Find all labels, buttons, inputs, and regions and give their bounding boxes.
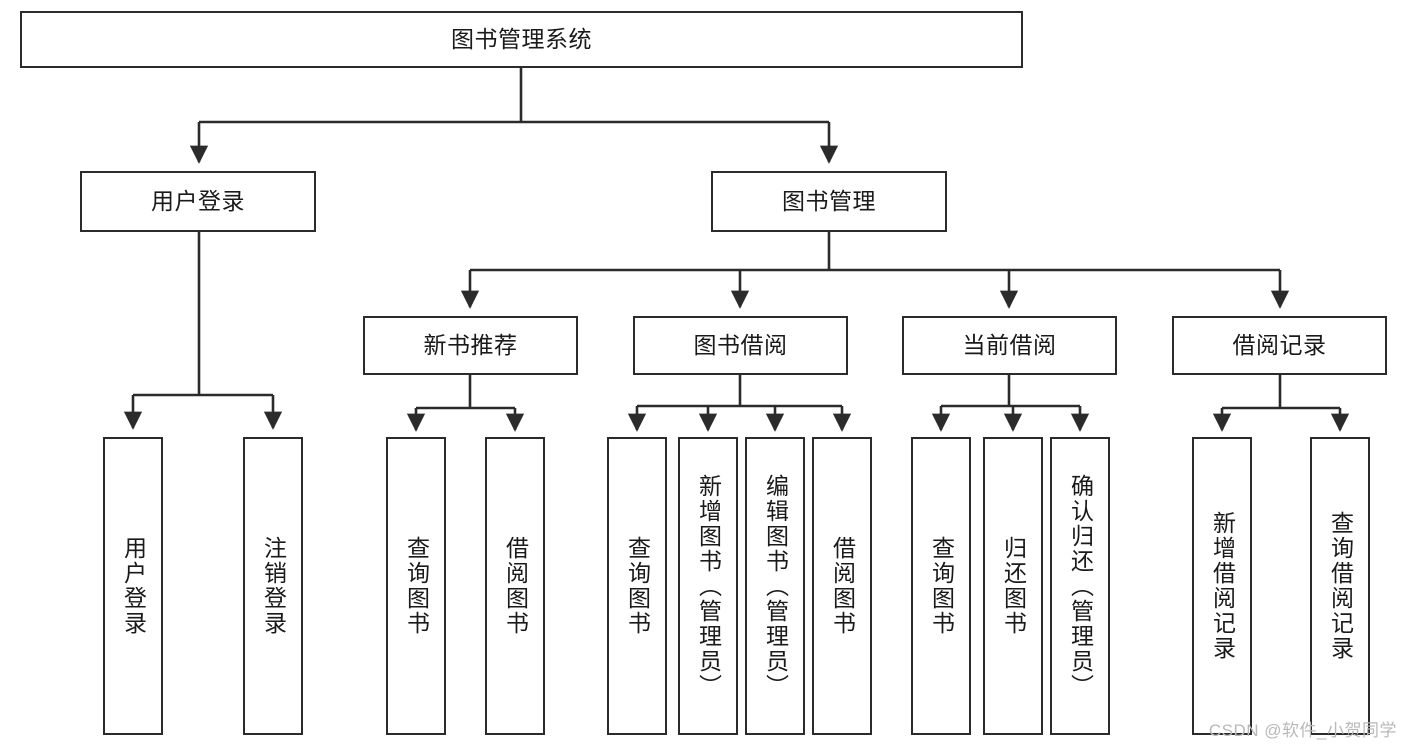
leaf-query-book-recommend-label: 查询图书 (403, 536, 430, 636)
leaf-query-book-borrow[interactable]: 查询图书 (607, 437, 667, 735)
leaf-query-book-current[interactable]: 查询图书 (911, 437, 971, 735)
leaf-add-book-admin-label: 新增图书（管理员） (695, 473, 722, 699)
leaf-return-book[interactable]: 归还图书 (983, 437, 1043, 735)
node-book-management-label: 图书管理 (782, 188, 876, 215)
leaf-edit-book-admin[interactable]: 编辑图书（管理员） (745, 437, 805, 735)
leaf-confirm-return-admin[interactable]: 确认归还（管理员） (1050, 437, 1110, 735)
node-book-borrow[interactable]: 图书借阅 (633, 316, 848, 375)
node-borrow-records[interactable]: 借阅记录 (1172, 316, 1387, 375)
node-user-login-label: 用户登录 (151, 188, 245, 215)
node-book-management[interactable]: 图书管理 (711, 171, 947, 232)
node-borrow-records-label: 借阅记录 (1232, 332, 1327, 359)
leaf-add-borrow-record-label: 新增借阅记录 (1209, 511, 1236, 661)
leaf-user-logout-label: 注销登录 (260, 536, 287, 636)
leaf-query-book-recommend[interactable]: 查询图书 (386, 437, 446, 735)
node-current-borrow[interactable]: 当前借阅 (902, 316, 1117, 375)
leaf-edit-book-admin-label: 编辑图书（管理员） (762, 473, 789, 699)
leaf-user-login[interactable]: 用户登录 (103, 437, 163, 735)
leaf-query-borrow-record-label: 查询借阅记录 (1327, 511, 1354, 661)
leaf-borrow-book-label: 借阅图书 (829, 536, 856, 636)
leaf-confirm-return-admin-label: 确认归还（管理员） (1067, 473, 1094, 699)
leaf-user-login-label: 用户登录 (120, 536, 147, 636)
node-user-login[interactable]: 用户登录 (80, 171, 316, 232)
leaf-borrow-book[interactable]: 借阅图书 (812, 437, 872, 735)
node-root[interactable]: 图书管理系统 (20, 11, 1023, 68)
leaf-user-logout[interactable]: 注销登录 (243, 437, 303, 735)
leaf-query-borrow-record[interactable]: 查询借阅记录 (1310, 437, 1370, 735)
leaf-return-book-label: 归还图书 (1000, 536, 1027, 636)
leaf-borrow-book-recommend[interactable]: 借阅图书 (485, 437, 545, 735)
node-book-borrow-label: 图书借阅 (693, 332, 788, 359)
leaf-add-book-admin[interactable]: 新增图书（管理员） (678, 437, 738, 735)
node-new-book-recommend[interactable]: 新书推荐 (363, 316, 578, 375)
leaf-query-book-current-label: 查询图书 (928, 536, 955, 636)
leaf-borrow-book-recommend-label: 借阅图书 (502, 536, 529, 636)
node-current-borrow-label: 当前借阅 (962, 332, 1057, 359)
node-root-label: 图书管理系统 (451, 26, 592, 53)
leaf-add-borrow-record[interactable]: 新增借阅记录 (1192, 437, 1252, 735)
node-new-book-recommend-label: 新书推荐 (423, 332, 518, 359)
watermark-text: CSDN @软件_小贺同学 (1208, 721, 1397, 740)
leaf-query-book-borrow-label: 查询图书 (624, 536, 651, 636)
